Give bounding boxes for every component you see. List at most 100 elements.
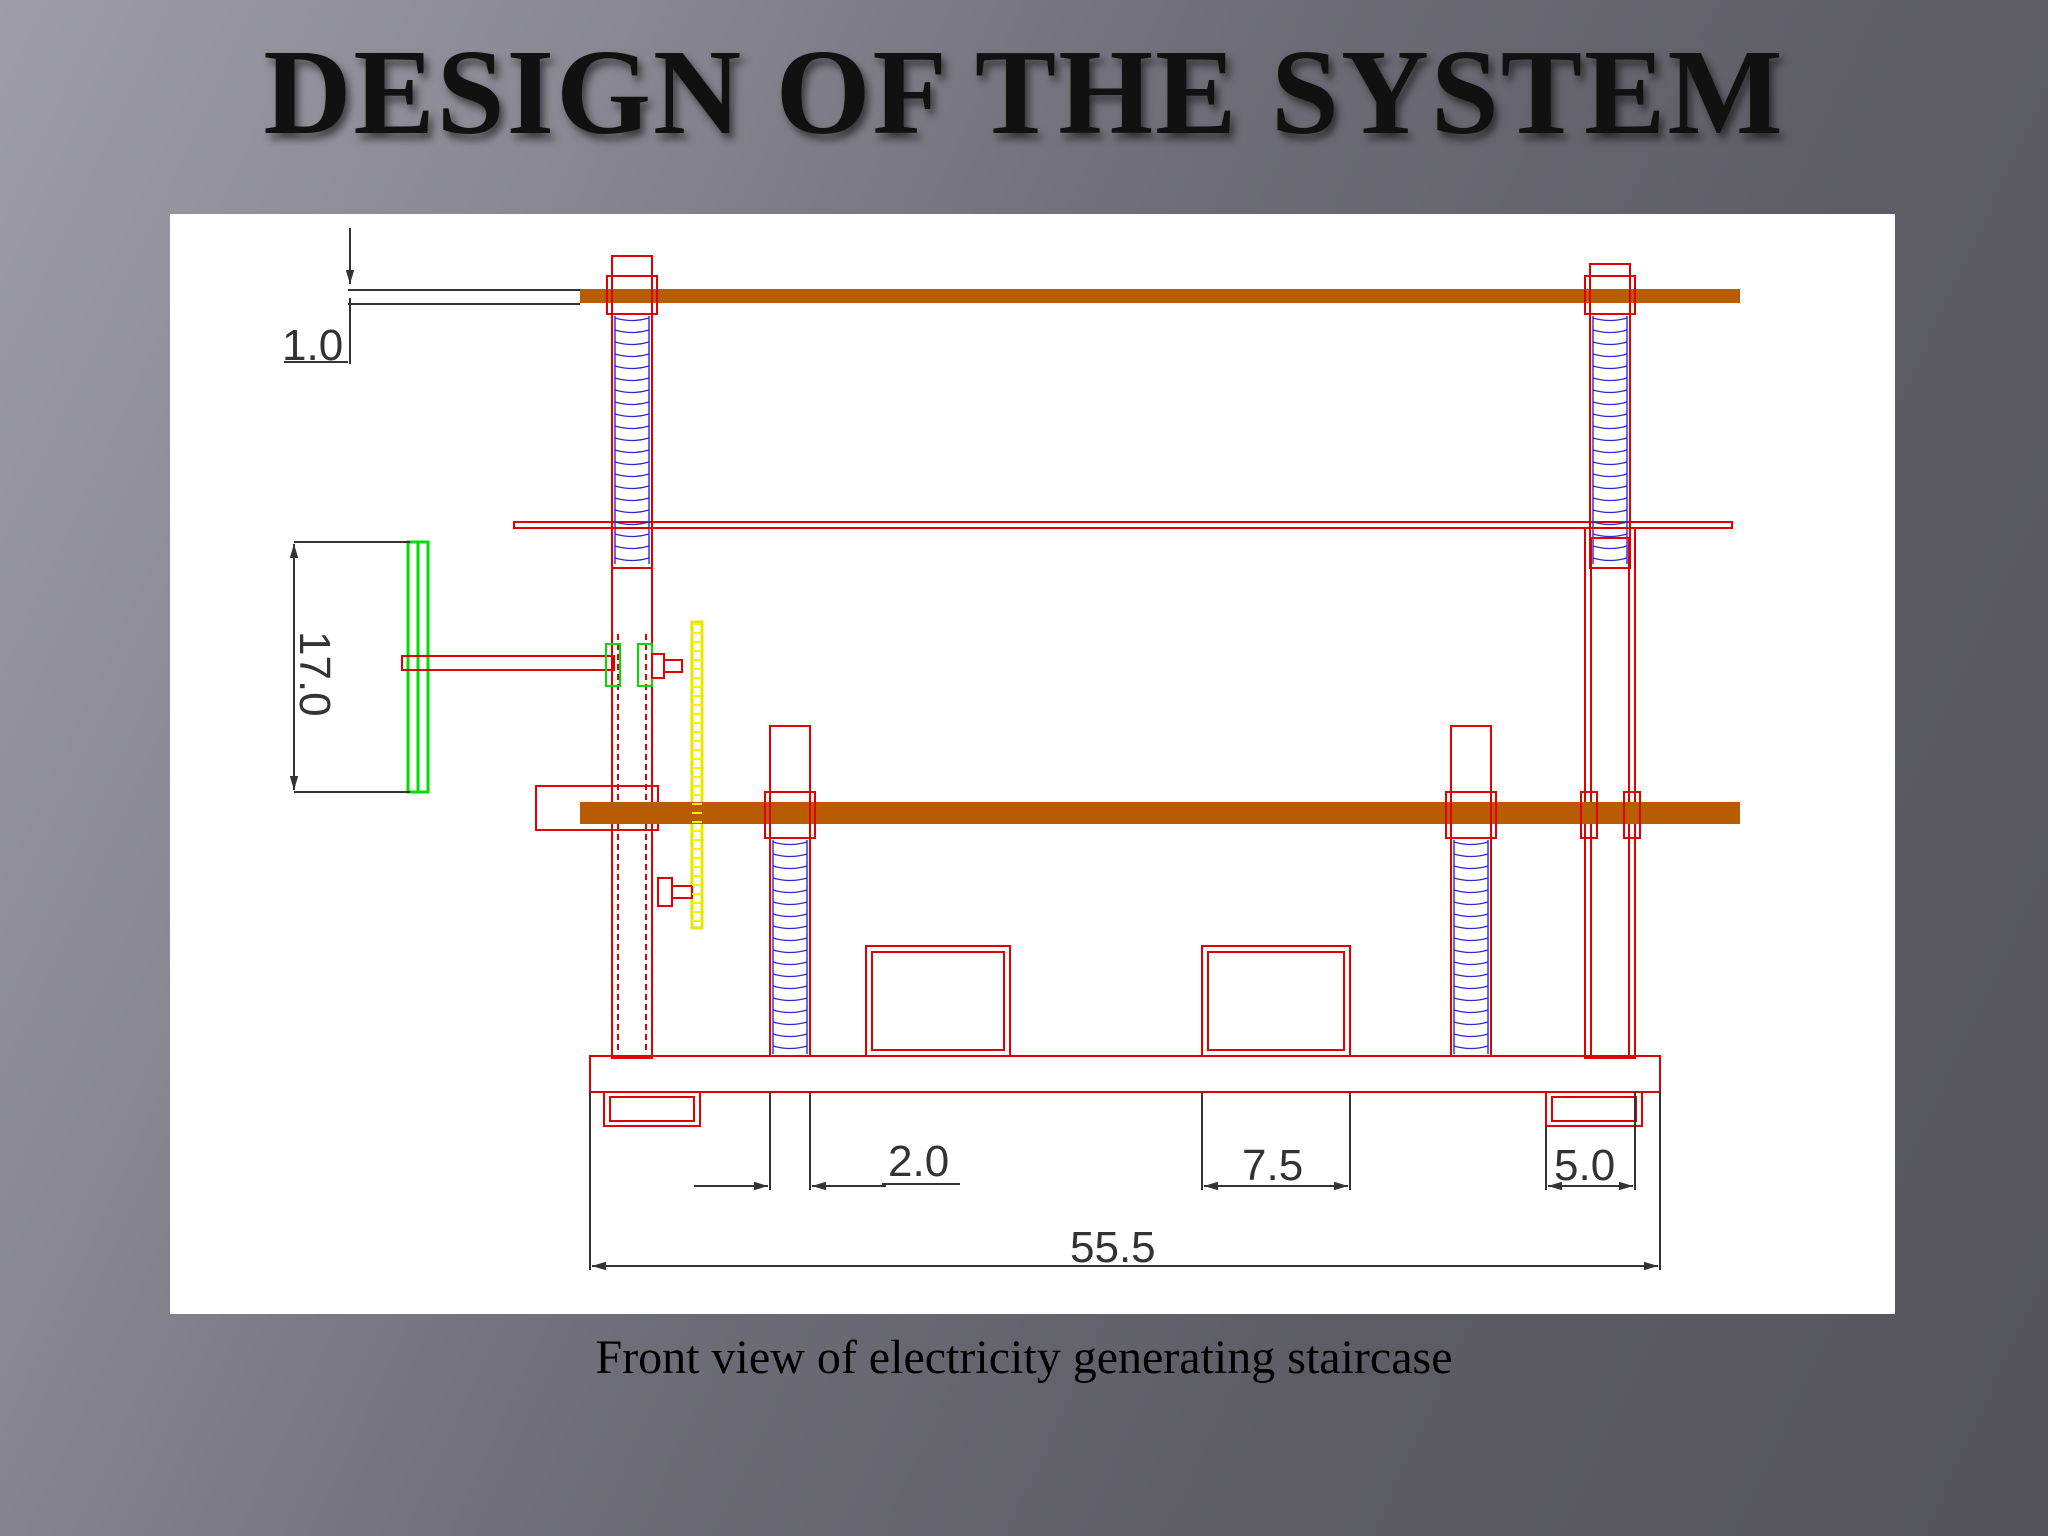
base-feet <box>603 1091 1643 1127</box>
spring-coil <box>772 1045 808 1050</box>
right-upper-post <box>1584 263 1636 569</box>
spring-coil <box>772 961 808 966</box>
spring-coil <box>772 973 808 978</box>
spring-coil <box>772 853 808 858</box>
spring-coil <box>772 1021 808 1026</box>
slide-title: DESIGN OF THE SYSTEM <box>263 25 1785 160</box>
left-main-column <box>611 527 653 1059</box>
front-view-drawing: 1.0 <box>170 214 1895 1314</box>
spring-coil <box>1453 889 1489 894</box>
base-frame <box>589 1055 1661 1093</box>
spring-coil <box>614 449 650 454</box>
spring-coil <box>614 401 650 406</box>
spring-coil <box>1453 901 1489 906</box>
spring-coil <box>1592 401 1628 406</box>
dim-label-overall-width: 55.5 <box>1070 1223 1156 1272</box>
spring-coil <box>1453 841 1489 846</box>
right-column-clamps <box>1580 791 1641 839</box>
spring-coil <box>1453 877 1489 882</box>
spring-coil <box>614 485 650 490</box>
spring-coil <box>1592 329 1628 334</box>
spring-coil <box>772 985 808 990</box>
spring-coil <box>1592 557 1628 562</box>
spring-coil <box>1592 365 1628 370</box>
spring-coil <box>772 1009 808 1014</box>
generator-box-right <box>1201 945 1351 1057</box>
spring-coil <box>1453 1009 1489 1014</box>
spring-coil <box>772 901 808 906</box>
spring-coil <box>1453 853 1489 858</box>
dim-label-spring-gap: 2.0 <box>888 1137 949 1186</box>
top-step-plank <box>580 289 1740 303</box>
dimension-pedal-height <box>289 541 410 793</box>
spring-coil <box>614 473 650 478</box>
spring-coil <box>1592 521 1628 526</box>
spring-coil <box>614 509 650 514</box>
spring-coil <box>1592 341 1628 346</box>
spring-coil <box>1592 485 1628 490</box>
spring-coil <box>614 341 650 346</box>
dimension-top-gap <box>284 228 580 364</box>
spring-coil <box>1592 425 1628 430</box>
dim-label-box-width: 7.5 <box>1242 1141 1303 1190</box>
spring-coil <box>614 389 650 394</box>
spring-coil <box>614 377 650 382</box>
spring-coil <box>614 365 650 370</box>
spring-coil <box>614 533 650 538</box>
dim-label-pedal-height: 17.0 <box>290 631 339 717</box>
spring-coil <box>1453 1045 1489 1050</box>
spring-coil <box>1592 377 1628 382</box>
spring-coil <box>614 557 650 562</box>
spring-coil <box>1592 545 1628 550</box>
spring-coil <box>1453 1021 1489 1026</box>
spring-coil <box>1592 497 1628 502</box>
spring-coil <box>1592 317 1628 322</box>
spring-coil <box>614 329 650 334</box>
spring-coil <box>772 865 808 870</box>
spring-coil <box>1453 1033 1489 1038</box>
spring-coil <box>1592 389 1628 394</box>
spring-coil <box>1592 533 1628 538</box>
spring-coil <box>1453 949 1489 954</box>
dim-label-top-gap: 1.0 <box>282 321 343 370</box>
spring-coil <box>614 497 650 502</box>
spring-coil <box>614 461 650 466</box>
spring-coil <box>614 437 650 442</box>
spring-coil <box>1592 413 1628 418</box>
spring-coil <box>1453 997 1489 1002</box>
spring-coil <box>614 425 650 430</box>
spring-coil <box>1453 913 1489 918</box>
spring-coil <box>772 889 808 894</box>
spring-coil <box>1592 461 1628 466</box>
spring-coil <box>772 1033 808 1038</box>
spring-coil <box>772 925 808 930</box>
spring-coil <box>772 877 808 882</box>
lower-pinion <box>657 877 693 907</box>
spring-coil <box>1453 961 1489 966</box>
left-lower-spring <box>772 840 808 1054</box>
lower-step-plank <box>580 802 1740 824</box>
spring-coil <box>614 317 650 322</box>
spring-coil <box>772 937 808 942</box>
spring-coil <box>772 841 808 846</box>
spring-coil <box>1592 449 1628 454</box>
spring-coil <box>614 545 650 550</box>
spring-coil <box>1592 437 1628 442</box>
spring-coil <box>772 913 808 918</box>
spring-coil <box>1453 973 1489 978</box>
spring-coil <box>1592 473 1628 478</box>
middle-platform <box>513 521 1733 529</box>
spring-coil <box>772 997 808 1002</box>
rack-bar <box>690 620 704 930</box>
drawing-canvas: 1.0 <box>282 228 1740 1272</box>
spring-coil <box>614 413 650 418</box>
spring-coil <box>1453 865 1489 870</box>
spring-coil <box>1453 925 1489 930</box>
spring-coil <box>1592 353 1628 358</box>
hand-wheel <box>401 540 615 794</box>
right-lower-spring <box>1453 840 1489 1054</box>
spring-coil <box>614 353 650 358</box>
spring-coil <box>614 521 650 526</box>
spring-coil <box>1592 509 1628 514</box>
gear-assembly <box>605 643 683 687</box>
